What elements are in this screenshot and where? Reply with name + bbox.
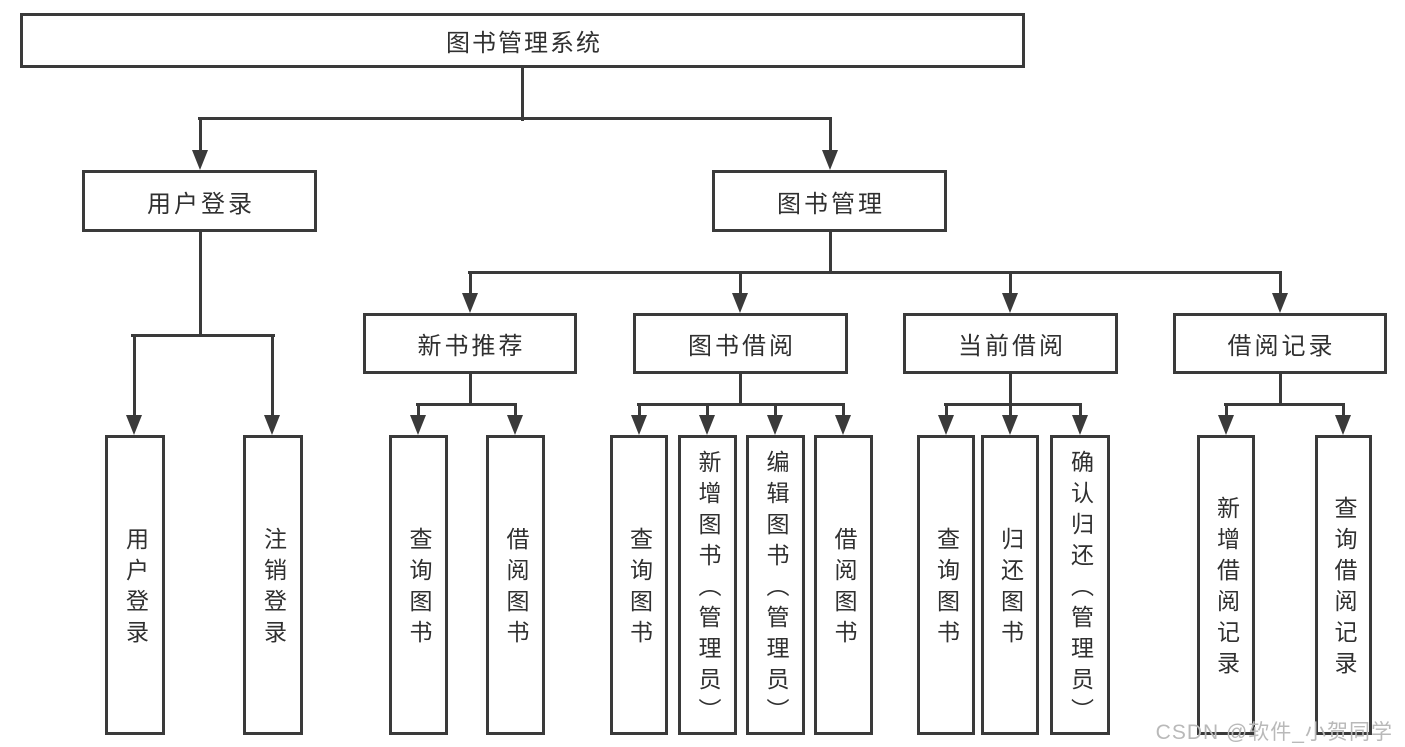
arrow-down-icon xyxy=(1218,415,1234,435)
connector-h-line xyxy=(637,402,845,406)
arrow-shaft-line xyxy=(738,272,742,297)
connector-v-line xyxy=(468,374,472,406)
leaf-return-books: 归还图书 xyxy=(981,435,1039,735)
arrow-shaft-line xyxy=(705,404,709,419)
connector-h-line xyxy=(198,116,832,120)
leaf-user-login-label: 用户登录 xyxy=(122,527,149,651)
arrow-down-icon xyxy=(767,415,783,435)
leaf-edit-books-admin: 编辑图书（管理员） xyxy=(746,435,805,735)
leaf-query-books-recommend: 查询图书 xyxy=(389,435,448,735)
arrow-shaft-line xyxy=(1008,404,1012,419)
arrow-down-icon xyxy=(1002,293,1018,313)
leaf-add-borrow-record-label: 新增借阅记录 xyxy=(1213,496,1240,682)
arrow-down-icon xyxy=(192,150,208,170)
arrow-shaft-line xyxy=(513,404,517,419)
arrow-down-icon xyxy=(631,415,647,435)
arrow-shaft-line xyxy=(1341,404,1345,419)
arrow-shaft-line xyxy=(270,335,274,419)
arrow-down-icon xyxy=(835,415,851,435)
leaf-edit-books-admin-label: 编辑图书（管理员） xyxy=(763,449,789,729)
node-book-borrowing: 图书借阅 xyxy=(633,313,848,374)
connector-v-line xyxy=(520,68,524,121)
node-new-book-recommendation: 新书推荐 xyxy=(363,313,577,374)
arrow-shaft-line xyxy=(1278,272,1282,297)
leaf-logout-label: 注销登录 xyxy=(260,527,287,651)
leaf-add-books-admin-label: 新增图书（管理员） xyxy=(695,449,721,729)
leaf-query-borrow-record-label: 查询借阅记录 xyxy=(1331,496,1357,682)
arrow-shaft-line xyxy=(1008,272,1012,297)
leaf-borrow-books-recommend: 借阅图书 xyxy=(486,435,545,735)
arrow-shaft-line xyxy=(841,404,845,419)
arrow-down-icon xyxy=(1002,415,1018,435)
leaf-confirm-return-admin: 确认归还（管理员） xyxy=(1050,435,1110,735)
arrow-down-icon xyxy=(1272,293,1288,313)
arrow-down-icon xyxy=(462,293,478,313)
arrow-down-icon xyxy=(938,415,954,435)
connector-h-line xyxy=(1224,402,1345,406)
connector-v-line xyxy=(198,232,202,337)
arrow-shaft-line xyxy=(1078,404,1082,419)
connector-v-line xyxy=(828,232,832,274)
arrow-shaft-line xyxy=(132,335,136,419)
arrow-down-icon xyxy=(126,415,142,435)
leaf-logout: 注销登录 xyxy=(243,435,303,735)
leaf-query-books-current: 查询图书 xyxy=(917,435,975,735)
arrow-shaft-line xyxy=(828,118,832,154)
node-book-management: 图书管理 xyxy=(712,170,947,232)
connector-h-line xyxy=(416,402,517,406)
arrow-down-icon xyxy=(1335,415,1351,435)
arrow-shaft-line xyxy=(637,404,641,419)
arrow-shaft-line xyxy=(198,118,202,154)
leaf-add-borrow-record: 新增借阅记录 xyxy=(1197,435,1255,735)
leaf-confirm-return-admin-label: 确认归还（管理员） xyxy=(1067,449,1094,729)
leaf-borrow-books-borrowing-label: 借阅图书 xyxy=(831,527,857,651)
arrow-down-icon xyxy=(1072,415,1088,435)
leaf-return-books-label: 归还图书 xyxy=(997,527,1024,651)
node-borrowing-records: 借阅记录 xyxy=(1173,313,1387,374)
arrow-down-icon xyxy=(822,150,838,170)
leaf-query-books-borrowing-label: 查询图书 xyxy=(626,527,653,651)
connector-v-line xyxy=(738,374,742,406)
arrow-shaft-line xyxy=(468,272,472,297)
node-current-borrowing: 当前借阅 xyxy=(903,313,1118,374)
arrow-shaft-line xyxy=(773,404,777,419)
node-library-management-system: 图书管理系统 xyxy=(20,13,1025,68)
arrow-down-icon xyxy=(732,293,748,313)
node-user-login: 用户登录 xyxy=(82,170,317,232)
leaf-query-books-recommend-label: 查询图书 xyxy=(406,527,432,651)
arrow-down-icon xyxy=(699,415,715,435)
connector-v-line xyxy=(1008,374,1012,406)
leaf-query-books-borrowing: 查询图书 xyxy=(610,435,668,735)
arrow-shaft-line xyxy=(1224,404,1228,419)
leaf-user-login: 用户登录 xyxy=(105,435,165,735)
connector-v-line xyxy=(1278,374,1282,406)
connector-h-line xyxy=(468,270,1282,274)
connector-h-line xyxy=(944,402,1082,406)
leaf-query-borrow-record: 查询借阅记录 xyxy=(1315,435,1372,735)
arrow-down-icon xyxy=(410,415,426,435)
leaf-borrow-books-recommend-label: 借阅图书 xyxy=(503,527,529,651)
leaf-add-books-admin: 新增图书（管理员） xyxy=(678,435,737,735)
arrow-down-icon xyxy=(264,415,280,435)
arrow-shaft-line xyxy=(416,404,420,419)
connector-h-line xyxy=(131,333,275,337)
leaf-borrow-books-borrowing: 借阅图书 xyxy=(814,435,873,735)
arrow-down-icon xyxy=(507,415,523,435)
watermark: CSDN @软件_小贺同学 xyxy=(1155,721,1393,744)
leaf-query-books-current-label: 查询图书 xyxy=(933,527,960,651)
arrow-shaft-line xyxy=(944,404,948,419)
